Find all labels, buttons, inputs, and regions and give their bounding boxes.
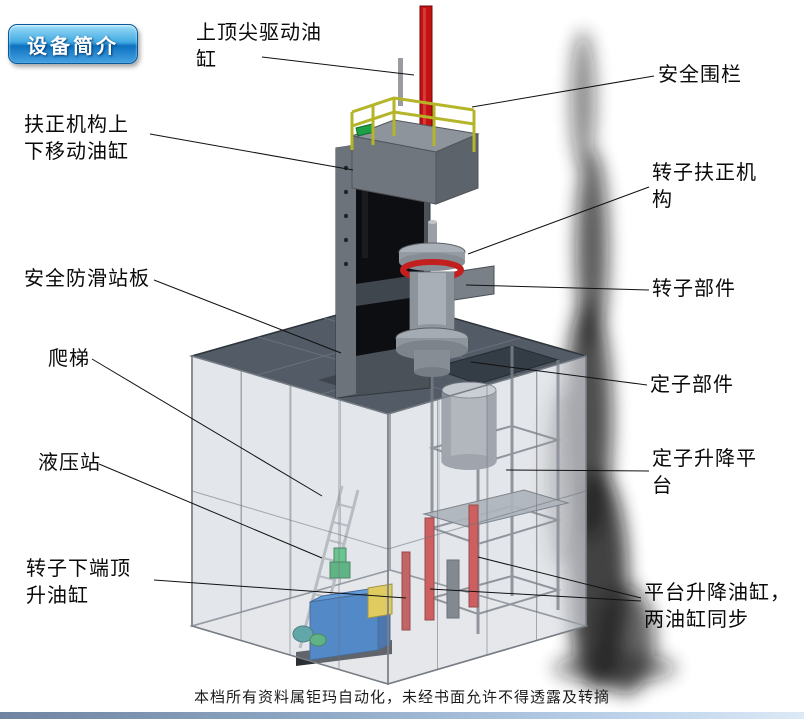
callout-rotor-centering: 转子扶正机 构	[652, 162, 757, 211]
callout-centering-move-cylinder: 扶正机构上 下移动油缸	[24, 114, 129, 163]
rotor-bottom-jack-cylinder	[401, 551, 460, 631]
platform-lift-cylinders	[424, 504, 479, 621]
callout-rotor-bottom-jack: 转子下端顶 升油缸	[26, 558, 131, 607]
footer-confidentiality-note: 本档所有资料属钜玛自动化，未经书面允许不得透露及转摘	[193, 689, 610, 706]
leader-hydraulic-station	[98, 463, 323, 559]
guide-rod	[398, 58, 403, 106]
callout-ladder: 爬梯	[48, 348, 90, 370]
rotor-assembly	[395, 220, 469, 377]
callout-safety-fence: 安全围栏	[658, 64, 742, 86]
callout-hydraulic-station: 液压站	[38, 452, 101, 474]
leader-stator-part	[470, 361, 648, 386]
callout-platform-lift-cylinders: 平台升降油缸， 两油缸同步	[644, 582, 791, 631]
leader-top-tip-cylinder	[261, 56, 415, 76]
leader-centering-move-cylinder	[149, 133, 354, 171]
callout-rotor-part: 转子部件	[652, 278, 736, 300]
leader-rotor-bottom-jack	[153, 579, 407, 599]
leader-safety-fence	[471, 75, 655, 108]
safety-railing	[350, 96, 476, 152]
enclosure-front	[191, 354, 587, 686]
bottom-strip	[0, 712, 804, 719]
leader-rotor-part	[465, 284, 650, 291]
callout-anti-slip-platform: 安全防滑站板	[24, 268, 150, 290]
leader-anti-slip-platform	[153, 279, 342, 354]
leader-rotor-centering	[467, 186, 650, 255]
callout-stator-lift-platform: 定子升降平 台	[652, 448, 757, 497]
stator-lift-platform-plate	[422, 489, 570, 528]
leader-lines	[91, 56, 655, 602]
title-badge-label: 设备简介	[27, 35, 119, 58]
callout-stator-part: 定子部件	[650, 374, 734, 396]
leader-ladder	[91, 358, 323, 497]
lift-tower	[401, 346, 570, 634]
leader-platform-cylinder-2	[429, 588, 642, 602]
leader-stator-lift-platform	[505, 469, 650, 472]
title-badge: 设备简介	[8, 24, 138, 64]
leader-platform-cylinder-1	[477, 556, 642, 599]
callout-top-tip-cylinder: 上顶尖驱动油 缸	[196, 22, 322, 71]
